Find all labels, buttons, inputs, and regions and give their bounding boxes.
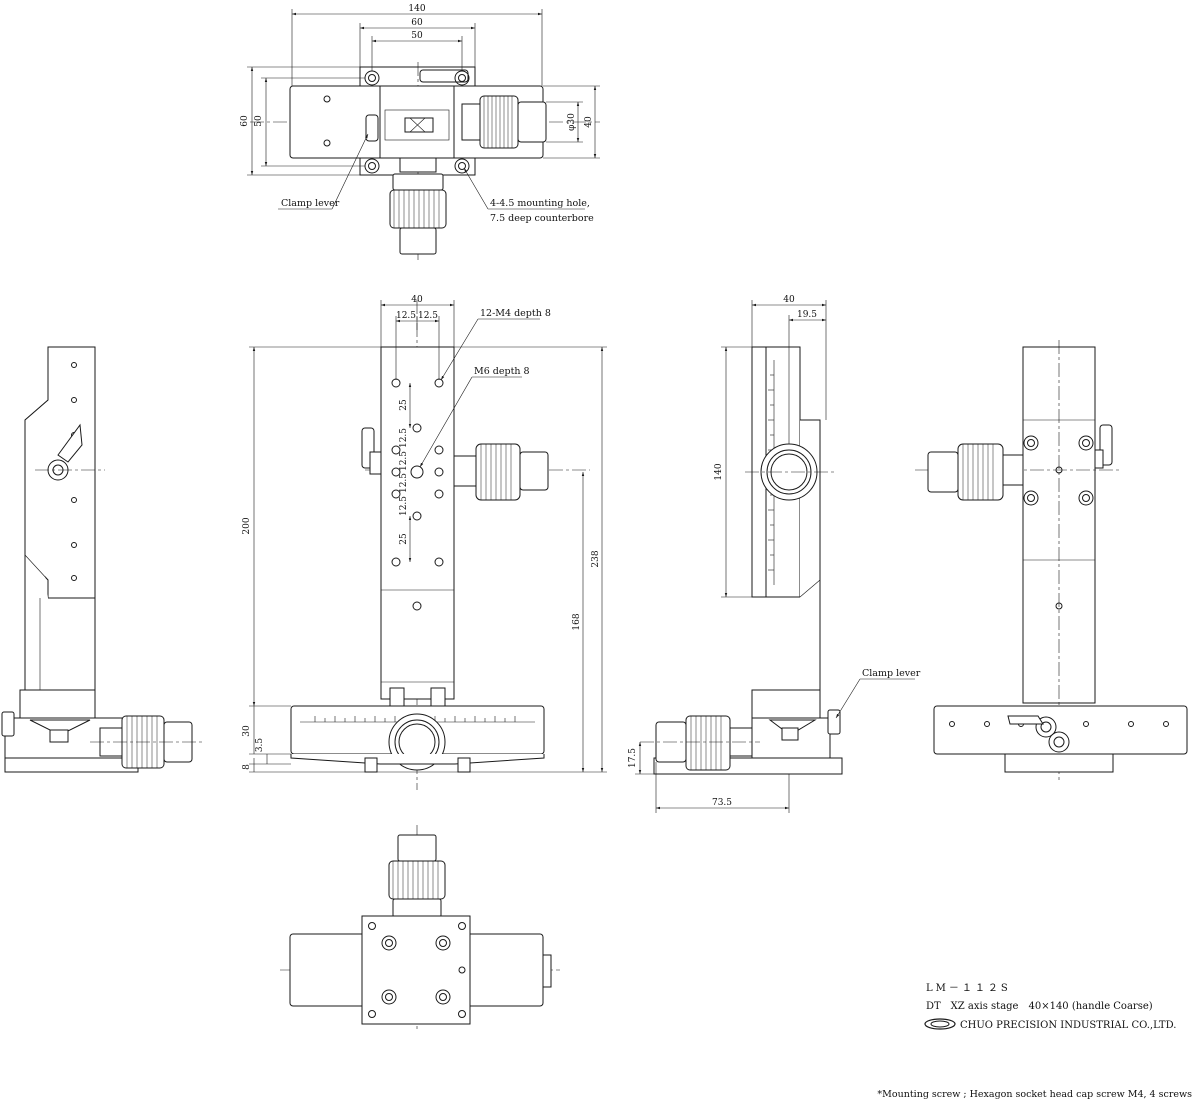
dim-front-12-5-v4: 12.5	[399, 496, 409, 516]
rear-view	[915, 340, 1188, 780]
label-mounting-hole-1: 4-4.5 mounting hole,	[490, 198, 590, 209]
label-m4-depth: 12-M4 depth 8	[480, 308, 551, 319]
dim-side-40: 40	[783, 295, 795, 305]
dim-side-19-5: 19.5	[797, 310, 817, 320]
label-clamp-lever-side: Clamp lever	[862, 668, 921, 679]
dim-front-25-b: 25	[399, 533, 409, 545]
mounting-screw-footnote: *Mounting screw ; Hexagon socket head ca…	[877, 1089, 1192, 1100]
dim-side-73-5: 73.5	[712, 798, 732, 808]
dim-top-60: 60	[411, 18, 423, 28]
right-side-view: 40 19.5 140 17.5 73.5 Clamp lever	[628, 295, 921, 813]
dim-side-17-5: 17.5	[628, 748, 638, 768]
label-clamp-lever-top: Clamp lever	[281, 198, 340, 209]
top-view: 140 60 50 60 50 φ30 40 Clamp lever 4-4.5…	[240, 4, 600, 262]
label-mounting-hole-2: 7.5 deep counterbore	[490, 213, 594, 224]
company-name: CHUO PRECISION INDUSTRIAL CO.,LTD.	[960, 1020, 1176, 1031]
dim-top-phi30: φ30	[567, 113, 577, 131]
dim-top-140: 140	[408, 4, 425, 14]
dim-top-50: 50	[411, 31, 423, 41]
dim-top-left-60: 60	[240, 115, 250, 127]
company-logo	[924, 1018, 956, 1030]
dim-front-200: 200	[242, 517, 252, 534]
dim-front-3-5: 3.5	[255, 738, 265, 753]
dim-front-30: 30	[242, 725, 252, 737]
bottom-view	[280, 825, 560, 1030]
dim-top-left-50: 50	[254, 115, 264, 127]
title-block: LM－１１２S DT XZ axis stage 40×140 (handle …	[924, 983, 1176, 1031]
dim-front-238: 238	[591, 550, 601, 567]
dim-front-40: 40	[411, 295, 423, 305]
dim-front-12-5-v3: 12.5	[399, 473, 409, 493]
dim-front-12-5-v2: 12.5	[399, 451, 409, 471]
model-number: LM－１１２S	[926, 983, 1011, 994]
dim-front-25-a: 25	[399, 399, 409, 411]
front-view: 40 12.5 12.5 200 25 12.5 12.5 12.5 12.5 …	[242, 295, 607, 790]
left-side-view	[1, 346, 205, 773]
dim-top-right-40: 40	[584, 116, 594, 128]
dim-front-168: 168	[572, 613, 582, 630]
dim-front-12-5-a: 12.5	[396, 311, 416, 321]
dim-front-12-5-v1: 12.5	[399, 428, 409, 448]
label-m6-depth: M6 depth 8	[474, 366, 530, 377]
dim-side-140: 140	[714, 463, 724, 480]
dim-front-12-5-b: 12.5	[418, 311, 438, 321]
product-description: DT XZ axis stage 40×140 (handle Coarse)	[926, 1001, 1153, 1012]
dim-front-8: 8	[242, 764, 252, 770]
